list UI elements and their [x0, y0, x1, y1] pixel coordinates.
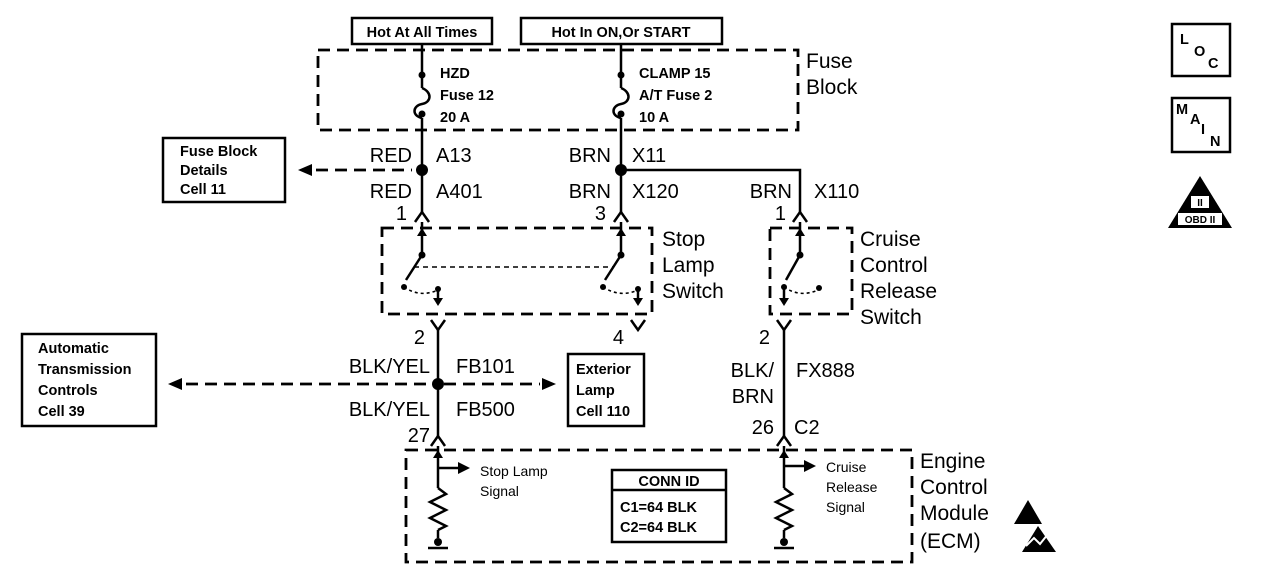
svg-text:C1=64 BLK: C1=64 BLK: [620, 500, 697, 516]
wire-color-blkyel-fb500: BLK/YEL: [349, 399, 430, 421]
wire-circuit-a401: A401: [436, 181, 483, 203]
svg-text:Signal: Signal: [826, 499, 865, 515]
wire-color-red-a13: RED: [370, 145, 412, 167]
svg-text:Release: Release: [826, 479, 878, 495]
fuse-block-details-ref[interactable]: Fuse Block Details Cell 11: [161, 136, 287, 204]
fuse-12-name: HZD: [440, 66, 470, 82]
svg-text:C: C: [1208, 56, 1219, 72]
svg-text:C2=64 BLK: C2=64 BLK: [620, 520, 697, 536]
svg-text:N: N: [1210, 134, 1220, 150]
ecm-label: Engine: [920, 450, 985, 473]
fuse-block-outline: [316, 48, 800, 132]
esd-warning-icon: [1014, 500, 1056, 552]
pin-stop-4: 4: [613, 327, 624, 349]
cruise-switch-contacts: [779, 222, 822, 306]
wire-circuit-fb101: FB101: [456, 356, 515, 378]
svg-text:II: II: [1197, 198, 1203, 209]
svg-text:Fuse 12: Fuse 12: [440, 88, 494, 104]
svg-text:Block: Block: [806, 76, 858, 99]
svg-text:Lamp: Lamp: [576, 383, 615, 399]
svg-text:Hot In ON,Or START: Hot In ON,Or START: [551, 25, 690, 41]
loc-icon[interactable]: L O C: [1170, 22, 1232, 78]
wire-circuit-fb500: FB500: [456, 399, 515, 421]
svg-text:Details: Details: [180, 163, 228, 179]
wire-color-blkbrn-line1: BLK/: [731, 360, 775, 382]
svg-text:Control: Control: [920, 476, 988, 499]
cruise-release-signal-label: Cruise: [826, 459, 867, 475]
hot-at-all-times-label: Hot At All Times: [350, 16, 494, 46]
wire-color-brn-x11: BRN: [569, 145, 611, 167]
wire-color-blkbrn-line2: BRN: [732, 386, 774, 408]
pin-ecm-26: 26: [752, 417, 774, 439]
wire-circuit-fx888: FX888: [796, 360, 855, 382]
svg-text:A/T Fuse 2: A/T Fuse 2: [639, 88, 712, 104]
automatic-transmission-ref[interactable]: Automatic Transmission Controls Cell 39: [20, 332, 158, 428]
svg-text:Controls: Controls: [38, 383, 98, 399]
svg-text:O: O: [1194, 44, 1205, 60]
pin-ecm-27: 27: [408, 425, 430, 447]
fuse-block-title: Fuse: [806, 50, 853, 73]
svg-text:Exterior: Exterior: [576, 362, 631, 378]
arrow-left-icon: [168, 378, 182, 390]
pin-stop-1: 1: [396, 203, 407, 225]
svg-text:Cell 39: Cell 39: [38, 404, 85, 420]
svg-text:I: I: [1201, 122, 1205, 138]
exterior-lamp-ref[interactable]: Exterior Lamp Cell 110: [566, 352, 646, 428]
cruise-release-signal-circuit: [773, 446, 816, 550]
svg-text:Transmission: Transmission: [38, 362, 131, 378]
wire-circuit-x120: X120: [632, 181, 679, 203]
at-fuse-2-name: CLAMP 15: [639, 66, 710, 82]
svg-text:Fuse Block: Fuse Block: [180, 144, 258, 160]
svg-text:L: L: [1180, 32, 1189, 48]
ecm-outline: [404, 448, 914, 564]
svg-text:Switch: Switch: [860, 306, 922, 329]
svg-text:20 A: 20 A: [440, 110, 471, 126]
stop-lamp-switch-contacts: [401, 222, 643, 306]
arrow-right-icon: [542, 378, 556, 390]
pin-cruise-1: 1: [775, 203, 786, 225]
svg-text:Cell 11: Cell 11: [180, 182, 226, 198]
connector-c2: C2: [794, 417, 820, 439]
wire-color-brn-x110: BRN: [750, 181, 792, 203]
svg-text:Cell 110: Cell 110: [576, 404, 630, 420]
svg-text:Switch: Switch: [662, 280, 724, 303]
svg-text:Lamp: Lamp: [662, 254, 715, 277]
wire-circuit-a13: A13: [436, 145, 472, 167]
wire-color-blkyel-fb101: BLK/YEL: [349, 356, 430, 378]
svg-text:Module: Module: [920, 502, 989, 525]
pin-stop-2: 2: [414, 327, 425, 349]
svg-text:Release: Release: [860, 280, 937, 303]
splice-fb101: [432, 378, 444, 390]
wire-color-brn-x120: BRN: [569, 181, 611, 203]
cruise-switch-label: Cruise: [860, 228, 921, 251]
obd-ii-icon[interactable]: II OBD II: [1168, 176, 1232, 228]
fuse-12-symbol: [413, 56, 431, 168]
cruise-switch-outline: [768, 226, 854, 316]
wire-circuit-x11: X11: [632, 145, 666, 167]
stop-lamp-switch-label: Stop: [662, 228, 705, 251]
wire-color-red-a401: RED: [370, 181, 412, 203]
svg-text:(ECM): (ECM): [920, 530, 981, 553]
svg-text:A: A: [1190, 112, 1201, 128]
stop-lamp-signal-label: Stop Lamp: [480, 463, 548, 479]
arrow-left-icon: [298, 164, 312, 176]
main-icon[interactable]: M A I N: [1170, 96, 1232, 154]
at-fuse-2-symbol: [612, 56, 630, 168]
svg-text:Control: Control: [860, 254, 928, 277]
hot-in-on-start-label: Hot In ON,Or START: [519, 16, 724, 46]
svg-text:10 A: 10 A: [639, 110, 670, 126]
stop-lamp-signal-circuit: [427, 446, 470, 550]
svg-text:CONN ID: CONN ID: [638, 474, 699, 490]
svg-text:Hot At All Times: Hot At All Times: [367, 25, 478, 41]
svg-text:Signal: Signal: [480, 483, 519, 499]
svg-text:M: M: [1176, 102, 1188, 118]
svg-text:OBD II: OBD II: [1185, 215, 1216, 226]
wire-circuit-x110: X110: [814, 181, 859, 203]
svg-text:Automatic: Automatic: [38, 341, 109, 357]
stop-lamp-switch-outline: [380, 226, 654, 316]
pin-cruise-2: 2: [759, 327, 770, 349]
conn-id-box: CONN ID C1=64 BLK C2=64 BLK: [610, 468, 728, 544]
pin-stop-3: 3: [595, 203, 606, 225]
